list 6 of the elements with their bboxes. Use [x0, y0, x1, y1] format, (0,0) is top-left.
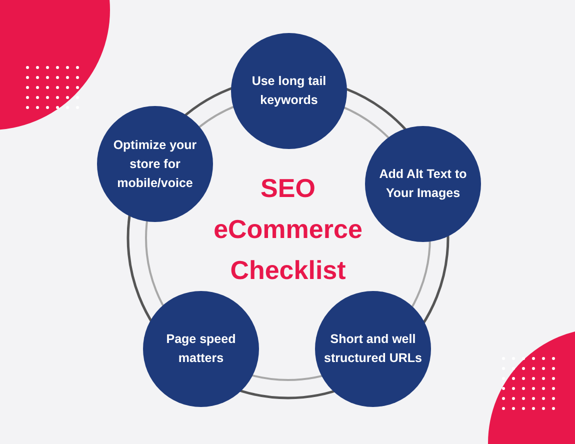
item-label: Add Alt Text to Your Images: [378, 166, 468, 202]
item-label: Page speed matters: [165, 331, 237, 367]
item-label: Use long tail keywords: [250, 73, 328, 109]
item-label: Optimize your store for mobile/voice: [112, 136, 198, 192]
item-label: Short and well structured URLs: [323, 331, 423, 367]
title: SEO eCommerce Checklist: [212, 172, 364, 287]
